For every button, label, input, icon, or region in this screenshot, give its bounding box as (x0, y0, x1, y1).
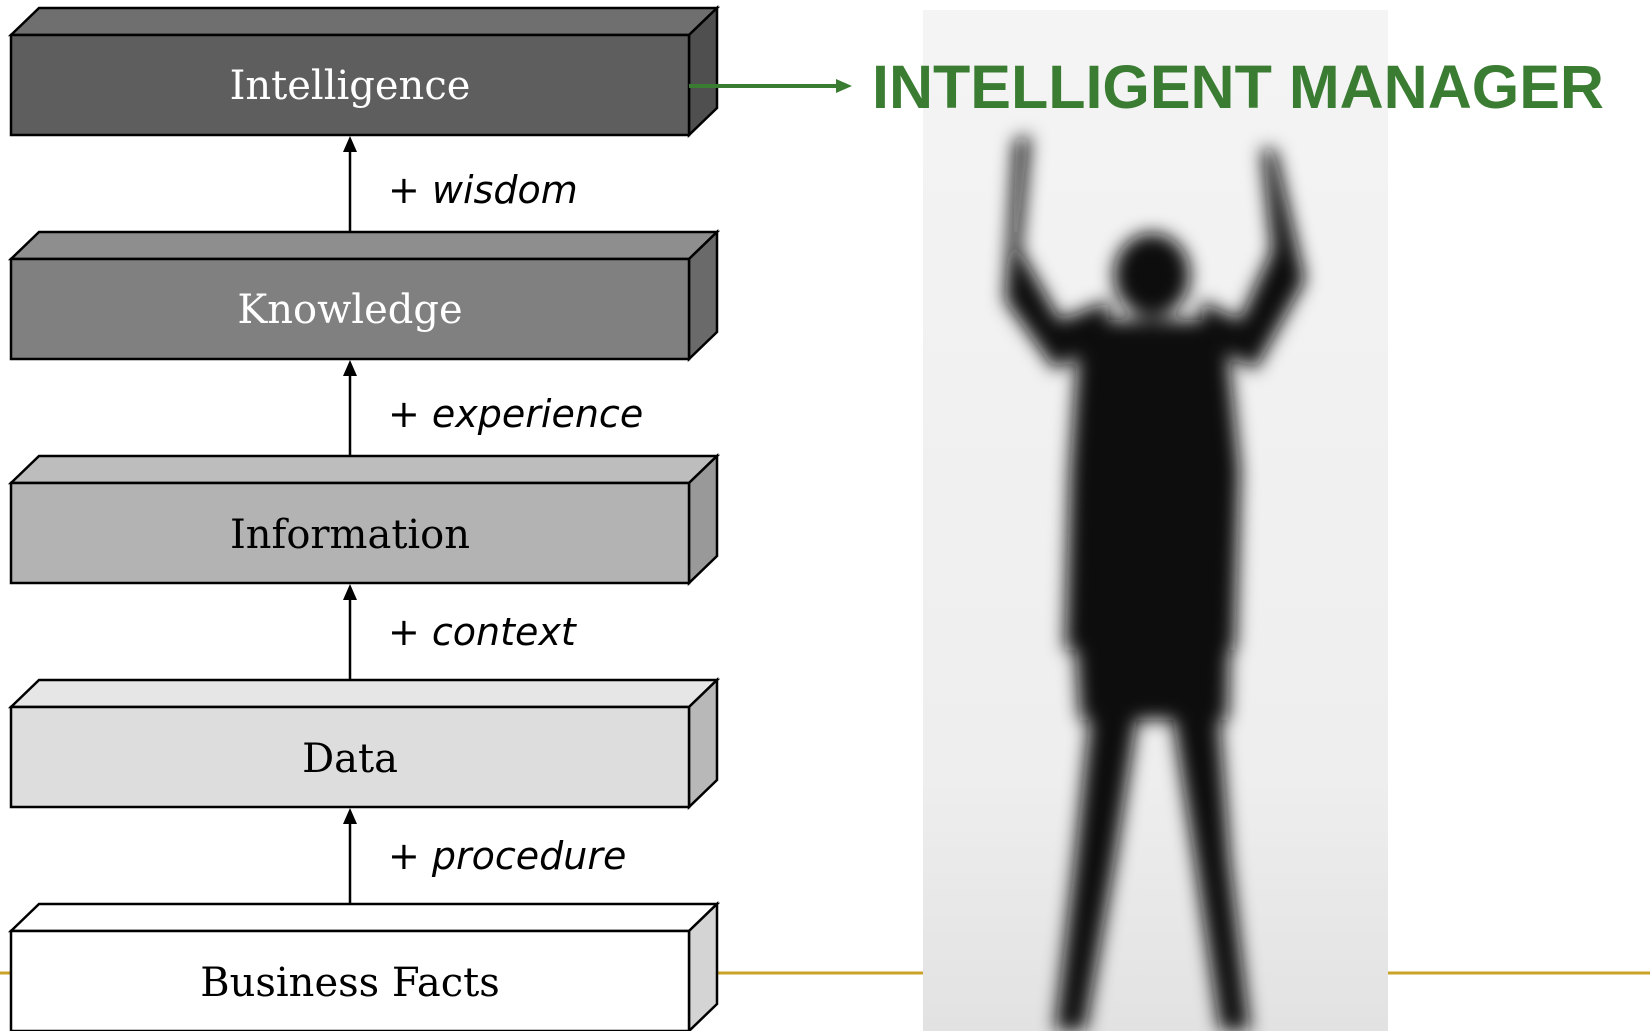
block-label-information: Information (230, 512, 470, 558)
block-business-facts: Business Facts (7, 901, 721, 1031)
block-intelligence: Intelligence (7, 5, 721, 138)
block-information: Information (7, 453, 721, 586)
step-label-wisdom: + wisdom (388, 168, 578, 212)
silhouette-photo (923, 10, 1388, 1031)
block-label-knowledge: Knowledge (237, 287, 462, 333)
step-label-context: + context (388, 610, 578, 654)
block-label-intelligence: Intelligence (230, 63, 471, 109)
block-knowledge: Knowledge (7, 229, 721, 362)
headline-intelligent-manager: INTELLIGENT MANAGER (872, 53, 1604, 121)
block-label-business-facts: Business Facts (200, 960, 500, 1006)
headline-arrow (689, 79, 852, 93)
block-data: Data (7, 677, 721, 810)
step-label-procedure: + procedure (388, 834, 626, 878)
block-label-data: Data (302, 736, 398, 782)
step-label-experience: + experience (388, 392, 643, 436)
